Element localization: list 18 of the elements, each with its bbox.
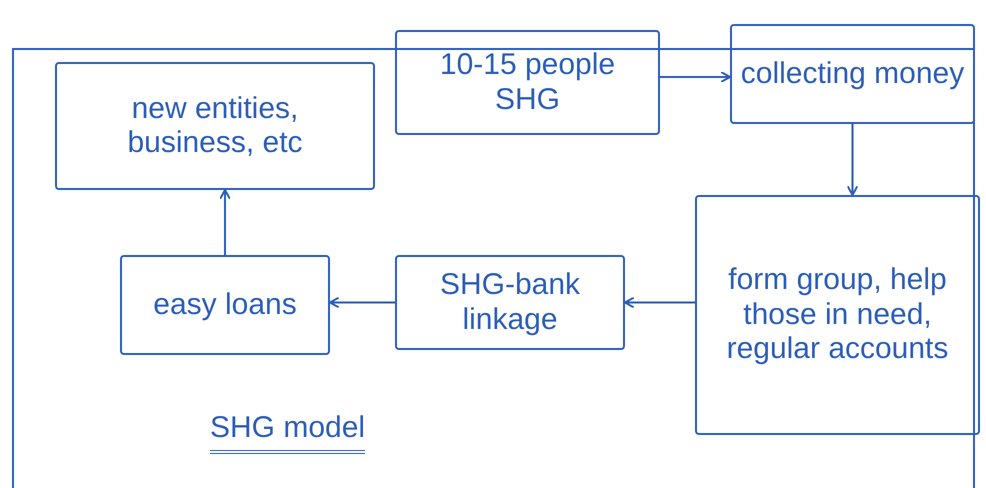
arrow xyxy=(624,296,695,308)
box-text: new entities, business, etc xyxy=(126,92,304,160)
box-text: 10-15 people SHG xyxy=(438,48,616,117)
process-box xyxy=(695,195,980,435)
arrow xyxy=(846,124,858,196)
box-text: collecting money xyxy=(740,56,964,92)
box-text: SHG-bank linkage xyxy=(438,268,582,337)
process-box xyxy=(395,255,625,350)
box-text: form group, help those in need, regular accounts xyxy=(726,263,950,367)
box-text: easy loans xyxy=(153,288,297,322)
process-box xyxy=(120,255,330,355)
arrow xyxy=(219,189,231,255)
process-box xyxy=(730,24,975,124)
process-box xyxy=(395,30,660,135)
diagram-title: SHG model xyxy=(210,405,366,454)
arrow xyxy=(329,296,395,308)
process-box xyxy=(55,62,375,190)
arrow xyxy=(660,71,731,83)
